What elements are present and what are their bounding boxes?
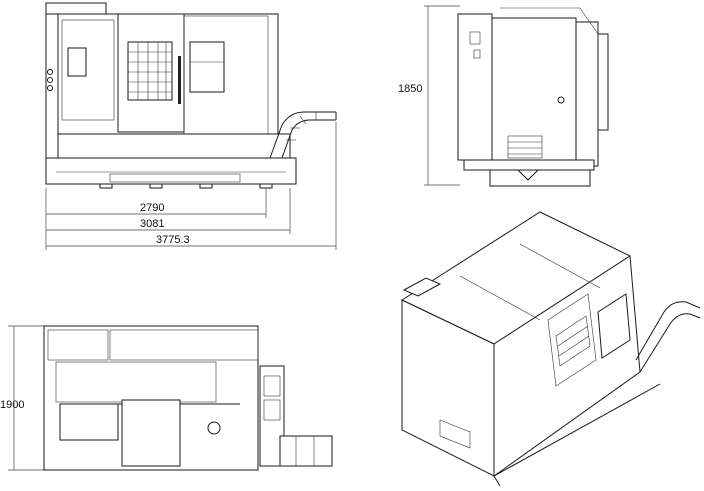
front-width-2-label: 3081 — [140, 218, 164, 230]
side-view: 1850 — [398, 5, 609, 187]
front-dimension-lines — [45, 122, 337, 250]
top-view: 1900 — [0, 325, 333, 471]
isometric-view — [400, 211, 701, 487]
front-view: 2790 3081 3775.3 — [45, 2, 337, 250]
front-width-1-label: 2790 — [140, 202, 164, 214]
side-height-label: 1850 — [398, 83, 422, 95]
keypad-grid — [128, 42, 172, 100]
front-width-3-label: 3775.3 — [156, 234, 190, 246]
vent-grille — [507, 135, 543, 159]
top-height-label: 1900 — [0, 399, 24, 411]
iso-keypad — [555, 315, 591, 367]
